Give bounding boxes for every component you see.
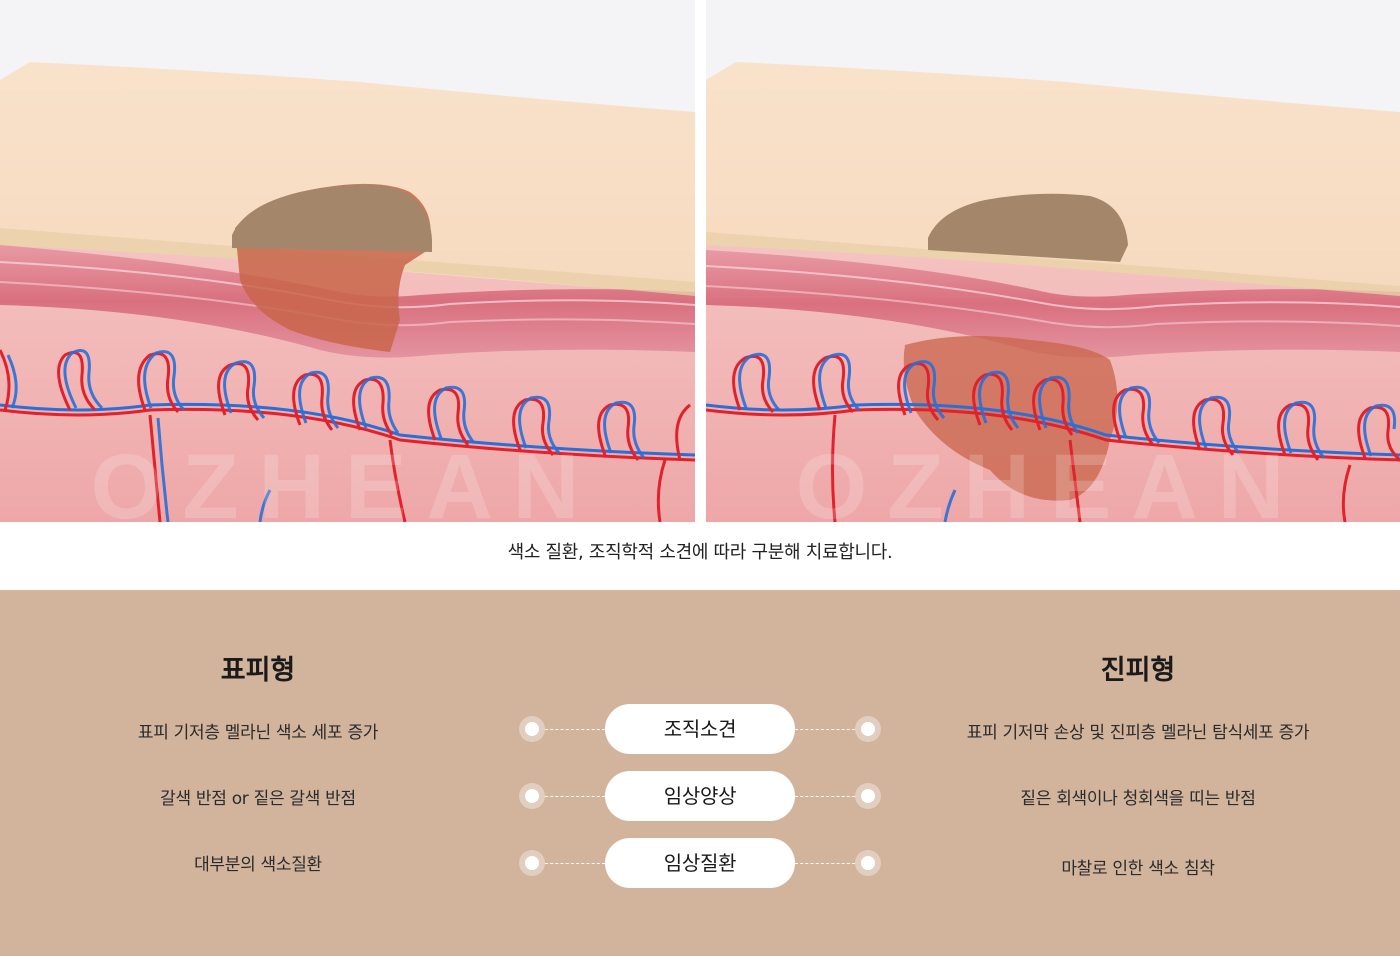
skin-illustration: OZHEAN bbox=[0, 0, 1400, 522]
connector-line-left bbox=[545, 796, 605, 797]
connector-dot-right bbox=[855, 716, 881, 742]
dermal-clinical-feature: 짙은 회색이나 청회색을 띠는 반점 bbox=[1020, 789, 1256, 809]
illustration-caption: 색소 질환, 조직학적 소견에 따라 구분해 치료합니다. bbox=[507, 542, 893, 563]
connector-line-right bbox=[795, 796, 855, 797]
connector-line-right bbox=[795, 729, 855, 730]
category-pill-clinical-feature: 임상양상 bbox=[605, 771, 795, 821]
epidermal-clinical-feature: 갈색 반점 or 짙은 갈색 반점 bbox=[160, 789, 356, 809]
right-panel-dermal-type: OZHEAN bbox=[706, 0, 1400, 522]
watermark-text: OZHEAN bbox=[91, 436, 599, 522]
connector-dot-left bbox=[519, 783, 545, 809]
pigment-lesion-top bbox=[232, 184, 432, 252]
connector-dot-left bbox=[519, 850, 545, 876]
connector-line-left bbox=[545, 863, 605, 864]
connector-line-left bbox=[545, 729, 605, 730]
connector-line-right bbox=[795, 863, 855, 864]
dermal-clinical-disease: 마찰로 인한 색소 침착 bbox=[1061, 859, 1215, 879]
dermal-title: 진피형 bbox=[1100, 655, 1176, 686]
category-pill-clinical-disease: 임상질환 bbox=[605, 838, 795, 888]
connector-dot-right bbox=[855, 850, 881, 876]
epidermal-clinical-disease: 대부분의 색소질환 bbox=[194, 855, 322, 875]
epidermal-histology: 표피 기저층 멜라닌 색소 세포 증가 bbox=[137, 723, 379, 743]
left-panel-epidermal-type: OZHEAN bbox=[0, 0, 695, 522]
connector-dot-left bbox=[519, 716, 545, 742]
pigment-lesion-top bbox=[928, 193, 1128, 262]
watermark-text: OZHEAN bbox=[796, 436, 1304, 522]
epidermal-title: 표피형 bbox=[220, 655, 296, 686]
comparison-panel: 표피형 표피 기저층 멜라닌 색소 세포 증가 갈색 반점 or 짙은 갈색 반… bbox=[0, 590, 1400, 956]
category-pill-histology: 조직소견 bbox=[605, 704, 795, 754]
dermal-histology: 표피 기저막 손상 및 진피층 멜라닌 탐식세포 증가 bbox=[966, 723, 1310, 743]
connector-dot-right bbox=[855, 783, 881, 809]
